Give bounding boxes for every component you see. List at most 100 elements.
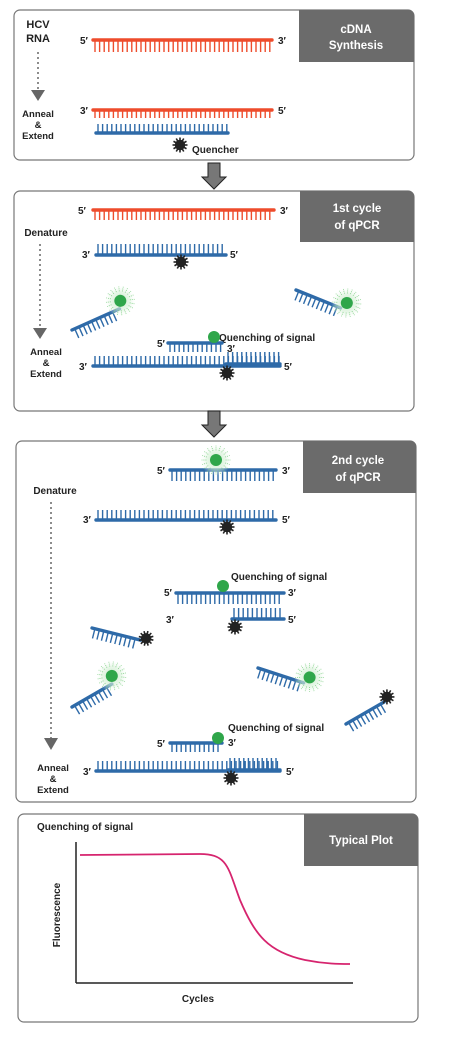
glow-rays	[332, 288, 362, 318]
strand-bases	[97, 244, 223, 255]
down-arrow-icon	[200, 162, 228, 190]
plot-ylabel: Fluorescence	[52, 882, 63, 947]
anneal-label-line3: Extend	[30, 369, 62, 380]
cdna-strand	[94, 244, 228, 257]
strand-bases	[169, 343, 222, 352]
panel-title-tag	[300, 191, 414, 242]
quencher-dot	[219, 365, 235, 381]
down-arrow-icon	[200, 410, 228, 438]
strand-end-label: 5′	[157, 739, 166, 750]
strand-end-label: 5′	[164, 588, 173, 599]
strand-end-label: 3′	[282, 466, 291, 477]
strand-bases	[94, 40, 271, 52]
strand-end-label: 5′	[78, 206, 87, 217]
panel-second-cycle: 2nd cycle of qPCR Denature Anneal & Exte…	[15, 440, 417, 803]
panel-title-line2: of qPCR	[334, 220, 380, 232]
anneal-label-line2: &	[50, 774, 57, 785]
strand-end-label: 5′	[282, 515, 291, 526]
panel-title-line2: of qPCR	[335, 472, 381, 484]
fluorophore-dot	[217, 580, 229, 592]
strand-bases	[233, 608, 281, 619]
fluorophore-dot	[200, 444, 232, 476]
quencher-icon	[138, 630, 154, 646]
strand-end-label: 3′	[278, 36, 287, 47]
fluorophore-dot	[208, 331, 220, 343]
strand-end-label: 5′	[284, 362, 293, 373]
free-probe	[294, 287, 363, 319]
fluorophore-icon	[340, 296, 353, 309]
strand-end-label: 5′	[288, 615, 297, 626]
strand-end-label: 5′	[230, 250, 239, 261]
quencher-dot	[227, 619, 243, 635]
free-probe	[70, 660, 128, 715]
quencher-icon	[227, 619, 243, 635]
hcv-rna-template-strand	[91, 108, 274, 118]
fluorophore-icon	[114, 294, 127, 307]
bound-probe-strand	[166, 341, 224, 352]
rna-strand	[91, 208, 276, 220]
free-probe	[256, 661, 326, 694]
probe-body	[70, 285, 136, 339]
panel-title-line1: 1st cycle	[333, 203, 382, 215]
quencher-icon	[219, 365, 235, 381]
strand-end-label: 3′	[228, 738, 237, 749]
anneal-label-line1: Anneal	[30, 347, 62, 358]
fluorophore-dot	[212, 732, 224, 744]
panel-first-cycle: 1st cycle of qPCR Denature Anneal & Exte…	[13, 190, 415, 412]
strand-end-label: 5′	[80, 36, 89, 47]
probe-body	[294, 287, 363, 319]
panel-title-line1: 2nd cycle	[332, 455, 384, 467]
anneal-label-line1: Anneal	[22, 109, 54, 120]
quencher-label: Quencher	[192, 145, 239, 156]
anneal-label-line3: Extend	[37, 785, 69, 796]
denature-label: Denature	[33, 486, 77, 497]
strand-bases	[97, 510, 274, 520]
quenching-label: Quenching of signal	[228, 723, 324, 734]
fluorophore-icon	[303, 671, 316, 684]
bound-probe-strand	[168, 741, 224, 752]
free-probe-quenched	[90, 626, 154, 649]
strand-end-label: 5′	[157, 339, 166, 350]
probe-body	[344, 689, 395, 732]
anneal-label-line3: Extend	[22, 131, 54, 142]
strand-end-label: 3′	[166, 615, 175, 626]
panel-title-line2: Synthesis	[329, 40, 383, 52]
quencher-icon	[223, 770, 239, 786]
fluorescence-curve	[79, 853, 351, 965]
strand-end-label: 3′	[79, 362, 88, 373]
strand-end-label: 3′	[280, 206, 289, 217]
free-probe	[70, 285, 136, 339]
strand-bases	[94, 110, 271, 118]
quencher-icon	[219, 519, 235, 535]
panel-title-tag	[299, 10, 414, 62]
fluorophore-icon	[105, 669, 118, 682]
process-arrow-head	[44, 738, 58, 750]
quencher-dot	[219, 519, 235, 535]
fluorophore-icon	[212, 732, 224, 744]
free-probe-quenched	[344, 689, 395, 732]
glow-rays	[295, 663, 325, 692]
strand-end-label: 5′	[278, 106, 287, 117]
plot-corner-label: Quenching of signal	[37, 822, 133, 833]
process-arrow-head	[33, 328, 47, 339]
hcv-label-line2: RNA	[26, 33, 50, 45]
strand-bases	[171, 743, 219, 752]
cdna-strand	[94, 124, 230, 135]
partner-strand	[230, 608, 286, 621]
plot-xlabel: Cycles	[182, 994, 215, 1005]
panel-title-tag	[304, 814, 418, 866]
probe-body	[70, 660, 128, 715]
quenching-label: Quenching of signal	[231, 572, 327, 583]
cdna-strand	[94, 510, 278, 522]
process-arrow-head	[31, 90, 45, 101]
strand-bases	[94, 356, 280, 366]
panel-typical-plot: Typical Plot Quenching of signal Cycles …	[17, 813, 419, 1023]
strand-end-label: 3′	[80, 106, 89, 117]
quencher-icon	[379, 689, 395, 705]
anneal-label-line2: &	[43, 358, 50, 369]
strand-end-label: 3′	[288, 588, 297, 599]
strand-end-label: 3′	[83, 767, 92, 778]
quencher-icon	[173, 254, 189, 270]
quencher-icon	[172, 137, 188, 153]
